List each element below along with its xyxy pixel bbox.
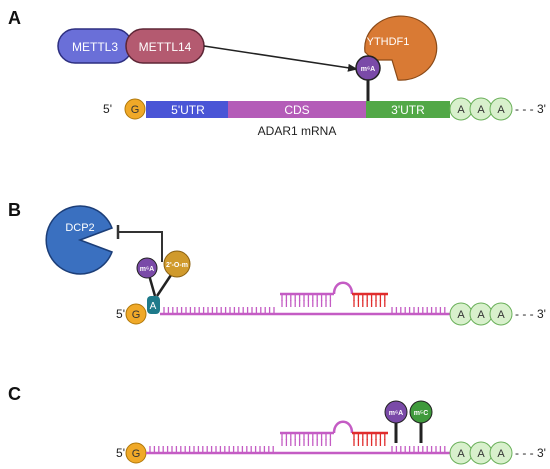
poly-a-c-2-label: A bbox=[477, 448, 485, 460]
m6a-mark-b bbox=[136, 257, 158, 279]
m6a-label-b: m⁶A bbox=[140, 266, 155, 273]
poly-a-2-label: A bbox=[477, 104, 485, 116]
poly-a-c-1-label: A bbox=[457, 448, 465, 460]
panel-a-label: A bbox=[8, 8, 21, 28]
adar1-mrna-caption: ADAR1 mRNA bbox=[258, 124, 337, 138]
m5c-label-c: m⁵C bbox=[414, 410, 429, 417]
panel-b: B DCP2 m⁶A 2'-O-m A 5' G bbox=[8, 200, 546, 326]
poly-a-3-label: A bbox=[497, 104, 505, 116]
m6a-label-c: m⁶A bbox=[389, 410, 404, 417]
panel-a: A METTL3 METTL14 YTHDF1 m⁶A 5' G 5'UTR C… bbox=[8, 8, 546, 138]
cap-g bbox=[124, 98, 146, 120]
m6a-mark-c bbox=[384, 400, 408, 424]
inhibition-line bbox=[118, 231, 163, 262]
three-prime-label-c: - - - 3' bbox=[515, 446, 546, 460]
first-base-a bbox=[147, 296, 160, 314]
three-prime-label: - - - 3' bbox=[515, 102, 546, 116]
base-ticks-b bbox=[163, 307, 446, 314]
five-prime-label: 5' bbox=[103, 102, 112, 116]
three-prime-label-b: - - - 3' bbox=[515, 307, 546, 321]
utr5-segment bbox=[146, 101, 228, 118]
poly-a-b-3 bbox=[489, 302, 513, 326]
cap-g-b-label: G bbox=[132, 309, 141, 321]
panel-c: C m⁶A m⁵C 5' G A A A - - - 3' bbox=[8, 384, 546, 465]
mettl3-label: METTL3 bbox=[72, 40, 118, 54]
m6a-mark bbox=[355, 55, 381, 81]
poly-a-3 bbox=[489, 97, 513, 121]
duplex-ticks-b bbox=[281, 294, 386, 307]
cds-segment bbox=[228, 101, 366, 118]
hairpin-loop-b bbox=[332, 281, 354, 295]
methylation-arrow bbox=[203, 45, 358, 72]
stem-loop-b bbox=[280, 281, 388, 307]
cap-g-b bbox=[125, 303, 147, 325]
poly-a-tail-b: A A A bbox=[449, 302, 513, 326]
poly-a-tail: A A A bbox=[449, 97, 513, 121]
poly-a-1-label: A bbox=[457, 104, 465, 116]
cds-label: CDS bbox=[284, 103, 309, 117]
poly-a-tail-c: A A A bbox=[449, 441, 513, 465]
poly-a-b-2-label: A bbox=[477, 309, 485, 321]
mettl14-label: METTL14 bbox=[139, 40, 192, 54]
five-prime-label-c: 5' bbox=[116, 446, 125, 460]
hairpin-loop-c bbox=[332, 420, 354, 434]
two-o-m-label: 2'-O-m bbox=[166, 262, 188, 269]
utr3-label: 3'UTR bbox=[391, 103, 425, 117]
m5c-mark-c bbox=[409, 400, 433, 424]
panel-b-label: B bbox=[8, 200, 21, 220]
cap-g-c-label: G bbox=[132, 448, 141, 460]
duplex-ticks-c bbox=[281, 433, 386, 446]
ythdf1-label: YTHDF1 bbox=[367, 36, 410, 48]
two-o-m-mark bbox=[163, 250, 191, 278]
m6a-label: m⁶A bbox=[361, 66, 376, 73]
five-prime-label-b: 5' bbox=[116, 307, 125, 321]
poly-a-b-1-label: A bbox=[457, 309, 465, 321]
utr5-label: 5'UTR bbox=[171, 103, 205, 117]
poly-a-c-3-label: A bbox=[497, 448, 505, 460]
stem-loop-c bbox=[280, 420, 388, 446]
panel-c-label: C bbox=[8, 384, 21, 404]
poly-a-b-3-label: A bbox=[497, 309, 505, 321]
first-base-a-label: A bbox=[150, 301, 157, 312]
base-ticks-c bbox=[149, 446, 446, 453]
dcp2-enzyme bbox=[45, 205, 113, 275]
utr3-segment bbox=[366, 101, 450, 118]
poly-a-c-3 bbox=[489, 441, 513, 465]
cap-g-label: G bbox=[131, 104, 140, 116]
dcp2-label: DCP2 bbox=[65, 222, 94, 234]
ythdf1-reader bbox=[364, 15, 438, 81]
